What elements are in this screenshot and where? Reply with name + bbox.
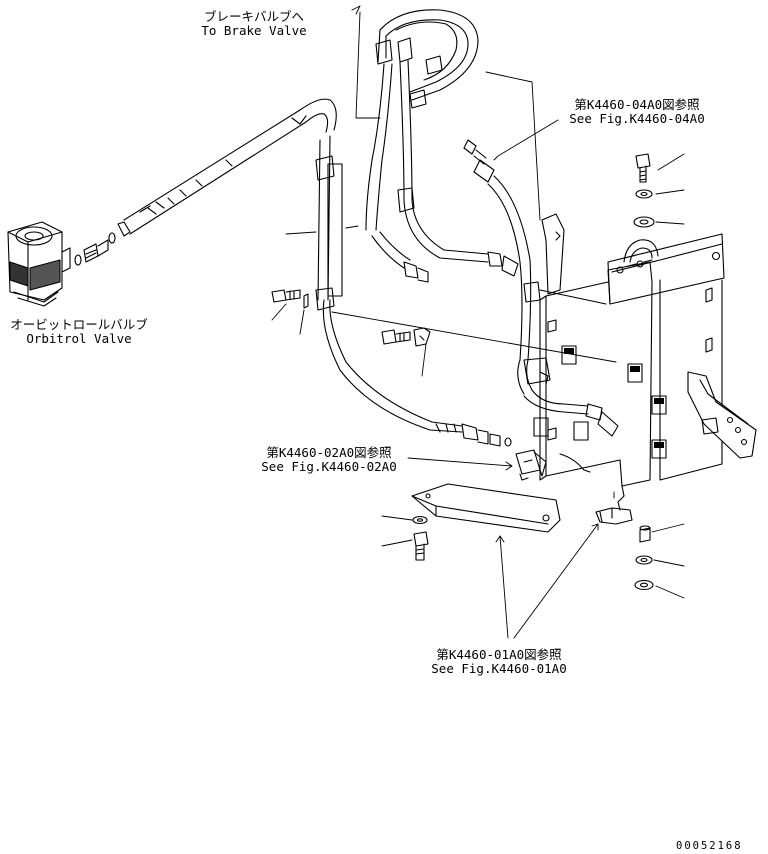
label-fig-02a0: 第K4460-02A0図参照 See Fig.K4460-02A0 <box>246 446 412 474</box>
label-fig-02a0-en: See Fig.K4460-02A0 <box>261 459 397 474</box>
hose-loop-upper <box>366 10 518 276</box>
vertical-hose-left <box>316 136 511 446</box>
side-bracket <box>688 372 756 458</box>
label-fig-04a0-ja: 第K4460-04A0図参照 <box>574 97 700 112</box>
small-bracket <box>540 214 606 304</box>
hose-short-center <box>372 232 428 282</box>
bolt-bottom-left <box>414 532 428 560</box>
orbitrol-valve-body <box>8 222 70 306</box>
label-orbitrol-valve: オービットロールバルブ Orbitrol Valve <box>4 318 154 346</box>
washer-top-right <box>636 190 652 198</box>
label-orbitrol-valve-ja: オービットロールバルブ <box>10 317 148 332</box>
label-fig-04a0-en: See Fig.K4460-04A0 <box>569 111 705 126</box>
label-fig-01a0-en: See Fig.K4460-01A0 <box>431 661 567 676</box>
label-fig-04a0: 第K4460-04A0図参照 See Fig.K4460-04A0 <box>552 98 722 126</box>
label-brake-valve: ブレーキバルブへ To Brake Valve <box>186 10 322 38</box>
label-brake-valve-en: To Brake Valve <box>201 23 307 38</box>
tee-fitting <box>516 450 546 480</box>
hose-right <box>464 140 618 436</box>
washer-bottom-right-2 <box>635 581 653 590</box>
label-fig-02a0-ja: 第K4460-02A0図参照 <box>266 445 392 460</box>
bolt-center <box>382 328 430 346</box>
label-fig-01a0: 第K4460-01A0図参照 See Fig.K4460-01A0 <box>414 648 584 676</box>
label-orbitrol-valve-en: Orbitrol Valve <box>26 331 132 346</box>
label-brake-valve-ja: ブレーキバルブへ <box>203 9 304 24</box>
washer-bottom-right-1 <box>636 556 652 564</box>
hose-orbitrol-to-clamp <box>118 99 336 236</box>
bolt-left-center <box>272 290 300 302</box>
spacer-bottom-right <box>640 526 650 542</box>
mounting-bracket <box>534 234 724 486</box>
small-clip <box>560 454 632 524</box>
spring-washer-top-right <box>634 217 654 227</box>
bolt-top-right <box>636 154 650 182</box>
drawing-number: 00052168 <box>676 840 743 852</box>
lower-plate <box>412 484 560 532</box>
label-fig-01a0-ja: 第K4460-01A0図参照 <box>436 647 562 662</box>
washer-left-center <box>304 294 308 308</box>
washer-bottom-left <box>413 517 427 524</box>
orbitrol-fitting <box>75 233 115 265</box>
leader-lines <box>272 6 684 638</box>
